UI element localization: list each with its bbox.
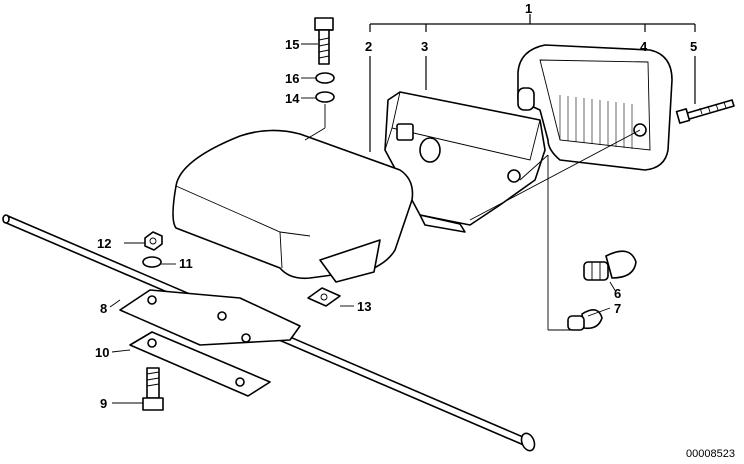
lamp-shell [172, 129, 414, 283]
alignment-line-a [469, 129, 641, 221]
callout-3: 3 [421, 39, 428, 54]
lamp-housing-3 [384, 91, 546, 233]
callout-5: 5 [690, 39, 697, 54]
clip-nut-13 [307, 287, 341, 307]
callout-13: 13 [357, 299, 371, 314]
callout-16: 16 [285, 71, 299, 86]
assembly-bracket [369, 14, 696, 32]
bulb-7 [567, 309, 603, 331]
callout-11: 11 [179, 256, 193, 271]
callout-2: 2 [365, 39, 372, 54]
callout-14: 14 [285, 91, 300, 106]
nut-12 [144, 231, 163, 251]
callout-10: 10 [95, 345, 109, 360]
tail-light-lens-4 [517, 44, 673, 171]
washer-16 [315, 72, 335, 84]
callout-8: 8 [100, 301, 107, 316]
bracket-plate [119, 289, 301, 346]
callout-1: 1 [525, 1, 532, 16]
callout-7: 7 [614, 301, 621, 316]
bolt-15 [314, 17, 334, 65]
callout-6: 6 [614, 286, 621, 301]
washer-11 [142, 256, 162, 268]
alignment-line-b [519, 154, 549, 181]
screw-5 [675, 99, 735, 124]
mounting-plate-10 [129, 331, 271, 397]
callout-9: 9 [100, 396, 107, 411]
callout-4: 4 [640, 39, 648, 54]
callout-15: 15 [285, 37, 299, 52]
callout-12: 12 [97, 236, 111, 251]
washer-14 [315, 91, 335, 103]
document-number: 00008523 [686, 448, 735, 460]
bulb-6 [583, 250, 637, 281]
bolt-9 [142, 367, 164, 411]
